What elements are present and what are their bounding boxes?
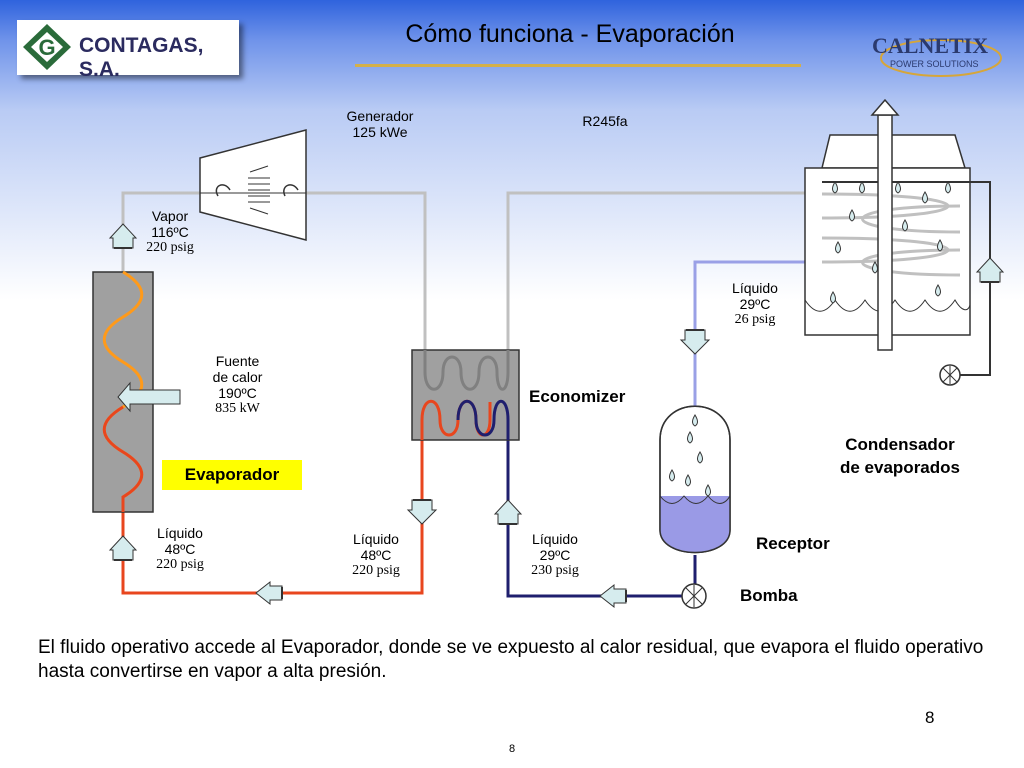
flow-arrows (108, 223, 1005, 609)
vapor-up-arrow-icon (108, 223, 138, 249)
evaporator-inlet-liquid-label: Líquido 48ºC 220 psig (156, 525, 204, 573)
condensate-down-arrow-icon (679, 329, 711, 355)
liquid-up-arrow-icon (108, 535, 138, 561)
condensate-liquid-label: Líquido 29ºC 26 psig (732, 280, 778, 328)
page-number: 8 (925, 708, 935, 727)
condensate-piping (693, 260, 822, 412)
hot-liquid-down-arrow-icon (406, 499, 438, 525)
vapor-label: Vapor 116ºC 220 psig (146, 208, 194, 256)
svg-text:G: G (38, 35, 55, 60)
condenser (804, 98, 991, 376)
slide-caption: El fluido operativo accede al Evaporador… (38, 637, 984, 682)
heat-source-label: Fuente de calor 190ºC 835 kW (212, 353, 263, 417)
pump-label: Bomba (740, 586, 798, 605)
evaporator-coil-lower (102, 405, 144, 512)
cold-liquid-up-arrow-icon (493, 499, 523, 525)
condenser-fan-icon (939, 364, 961, 386)
slide-title: Cómo funciona - Evaporación (405, 20, 735, 48)
cold-liquid-left-arrow-icon (599, 583, 627, 609)
evaporator-label: Evaporador (162, 460, 302, 490)
hot-liquid-left-arrow-icon (255, 580, 283, 606)
economizer-label: Economizer (529, 387, 626, 406)
turbine-generator (199, 129, 307, 241)
economizer-hot-liquid-label: Líquido 48ºC 220 psig (352, 531, 400, 579)
contagas-logo-text: CONTAGAS, S.A. (79, 34, 204, 81)
receiver (659, 405, 731, 584)
receiver-label: Receptor (756, 534, 830, 553)
economizer (411, 349, 520, 441)
calnetix-logo: CALNETIX POWER SOLUTIONS (866, 18, 1016, 88)
fluid-label: R245fa (582, 113, 628, 129)
footer-page-number: 8 (509, 743, 516, 755)
pump-icon (681, 583, 707, 609)
calnetix-logo-text: CALNETIX (872, 33, 988, 58)
contagas-emblem-icon: G (23, 24, 71, 70)
title-underline (355, 64, 801, 67)
contagas-logo: G CONTAGAS, S.A. (17, 20, 239, 81)
economizer-cold-liquid-label: Líquido 29ºC 230 psig (531, 531, 579, 579)
calnetix-logo-subtext: POWER SOLUTIONS (890, 59, 979, 69)
heat-source-arrow (117, 381, 181, 413)
condenser-air-up-arrow-icon (975, 257, 1005, 283)
